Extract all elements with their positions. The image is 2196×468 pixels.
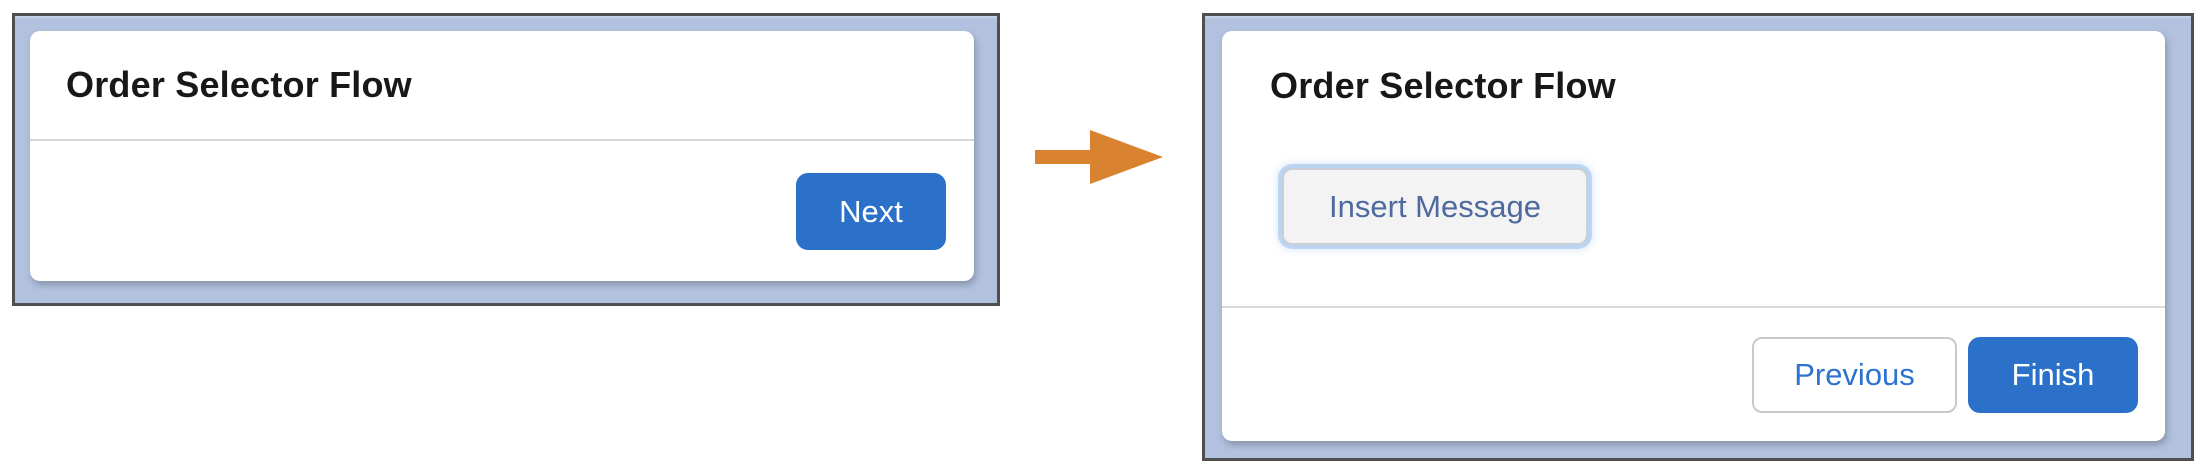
flow-screen-2-frame: Order Selector Flow Insert Message Previ…	[1202, 13, 2194, 461]
flow-transition-arrow-icon	[1035, 130, 1163, 184]
insert-message-button[interactable]: Insert Message	[1282, 168, 1588, 245]
finish-button[interactable]: Finish	[1968, 336, 2138, 413]
previous-button[interactable]: Previous	[1752, 336, 1957, 413]
flow-screen-2-title: Order Selector Flow	[1270, 65, 1616, 106]
flow-screen-2-footer: Previous Finish	[1222, 306, 2165, 441]
next-button[interactable]: Next	[796, 172, 946, 250]
flow-screen-1-header: Order Selector Flow	[30, 31, 974, 141]
flow-screen-2-card: Order Selector Flow Insert Message Previ…	[1222, 31, 2165, 441]
right-arrow-icon	[1035, 130, 1163, 184]
flow-screen-2-header: Order Selector Flow	[1222, 31, 2165, 141]
flow-screen-1-footer: Next	[30, 141, 974, 281]
flow-screen-1-frame: Order Selector Flow Next	[12, 13, 1000, 306]
flow-screen-1-title: Order Selector Flow	[66, 64, 412, 105]
flow-screen-1-card: Order Selector Flow Next	[30, 31, 974, 281]
